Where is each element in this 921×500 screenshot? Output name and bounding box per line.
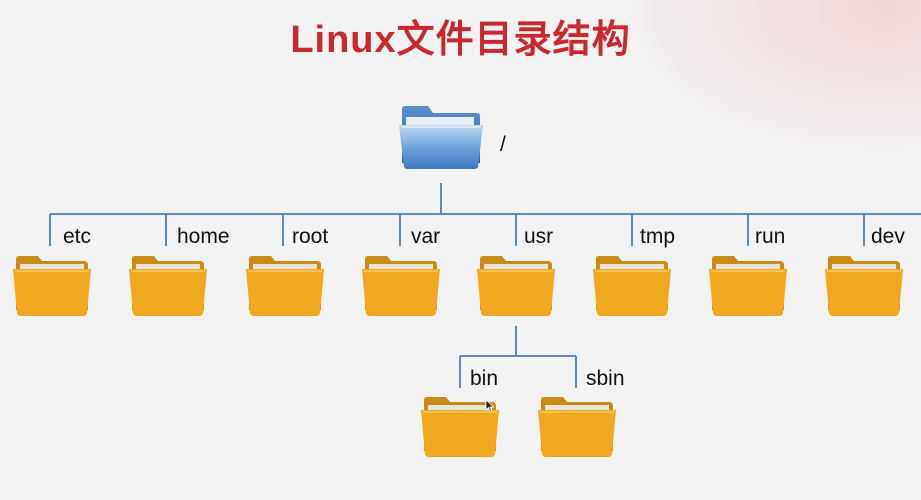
dir-node-var[interactable]: var [361, 225, 461, 320]
dir-node-tmp[interactable]: tmp [592, 225, 692, 320]
dir-node-bin[interactable]: bin [420, 367, 520, 462]
folder-icon [13, 256, 91, 316]
dir-label: root [292, 225, 329, 248]
folder-icon [421, 397, 499, 457]
dir-label: dev [871, 225, 905, 248]
mouse-cursor-icon [485, 399, 495, 413]
dir-label: usr [524, 225, 554, 248]
dir-label: bin [470, 367, 499, 390]
dir-node-run[interactable]: run [708, 225, 808, 320]
dir-node-root-dir[interactable]: root [245, 225, 355, 320]
blue-folder-icon [399, 106, 483, 169]
dir-label: / [500, 133, 506, 156]
folder-icon [825, 256, 903, 316]
dir-node-sbin[interactable]: sbin [537, 367, 647, 462]
folder-icon [246, 256, 324, 316]
folder-icon [477, 256, 555, 316]
dir-node-root[interactable]: / [398, 103, 518, 173]
page-title: Linux文件目录结构 [290, 19, 631, 61]
dir-node-etc[interactable]: etc [12, 225, 112, 320]
dir-label: tmp [640, 225, 676, 248]
folder-icon [593, 256, 671, 316]
folder-icon [538, 397, 616, 457]
folder-icon [709, 256, 787, 316]
folder-icon [362, 256, 440, 316]
dir-label: etc [63, 225, 92, 248]
dir-label: home [177, 225, 230, 248]
folder-icon [129, 256, 207, 316]
dir-label: sbin [586, 367, 625, 390]
dir-node-dev[interactable]: dev [824, 225, 919, 320]
dir-label: var [411, 225, 441, 248]
dir-node-home[interactable]: home [128, 225, 248, 320]
dir-node-usr[interactable]: usr [476, 225, 576, 320]
dir-label: run [755, 225, 786, 248]
